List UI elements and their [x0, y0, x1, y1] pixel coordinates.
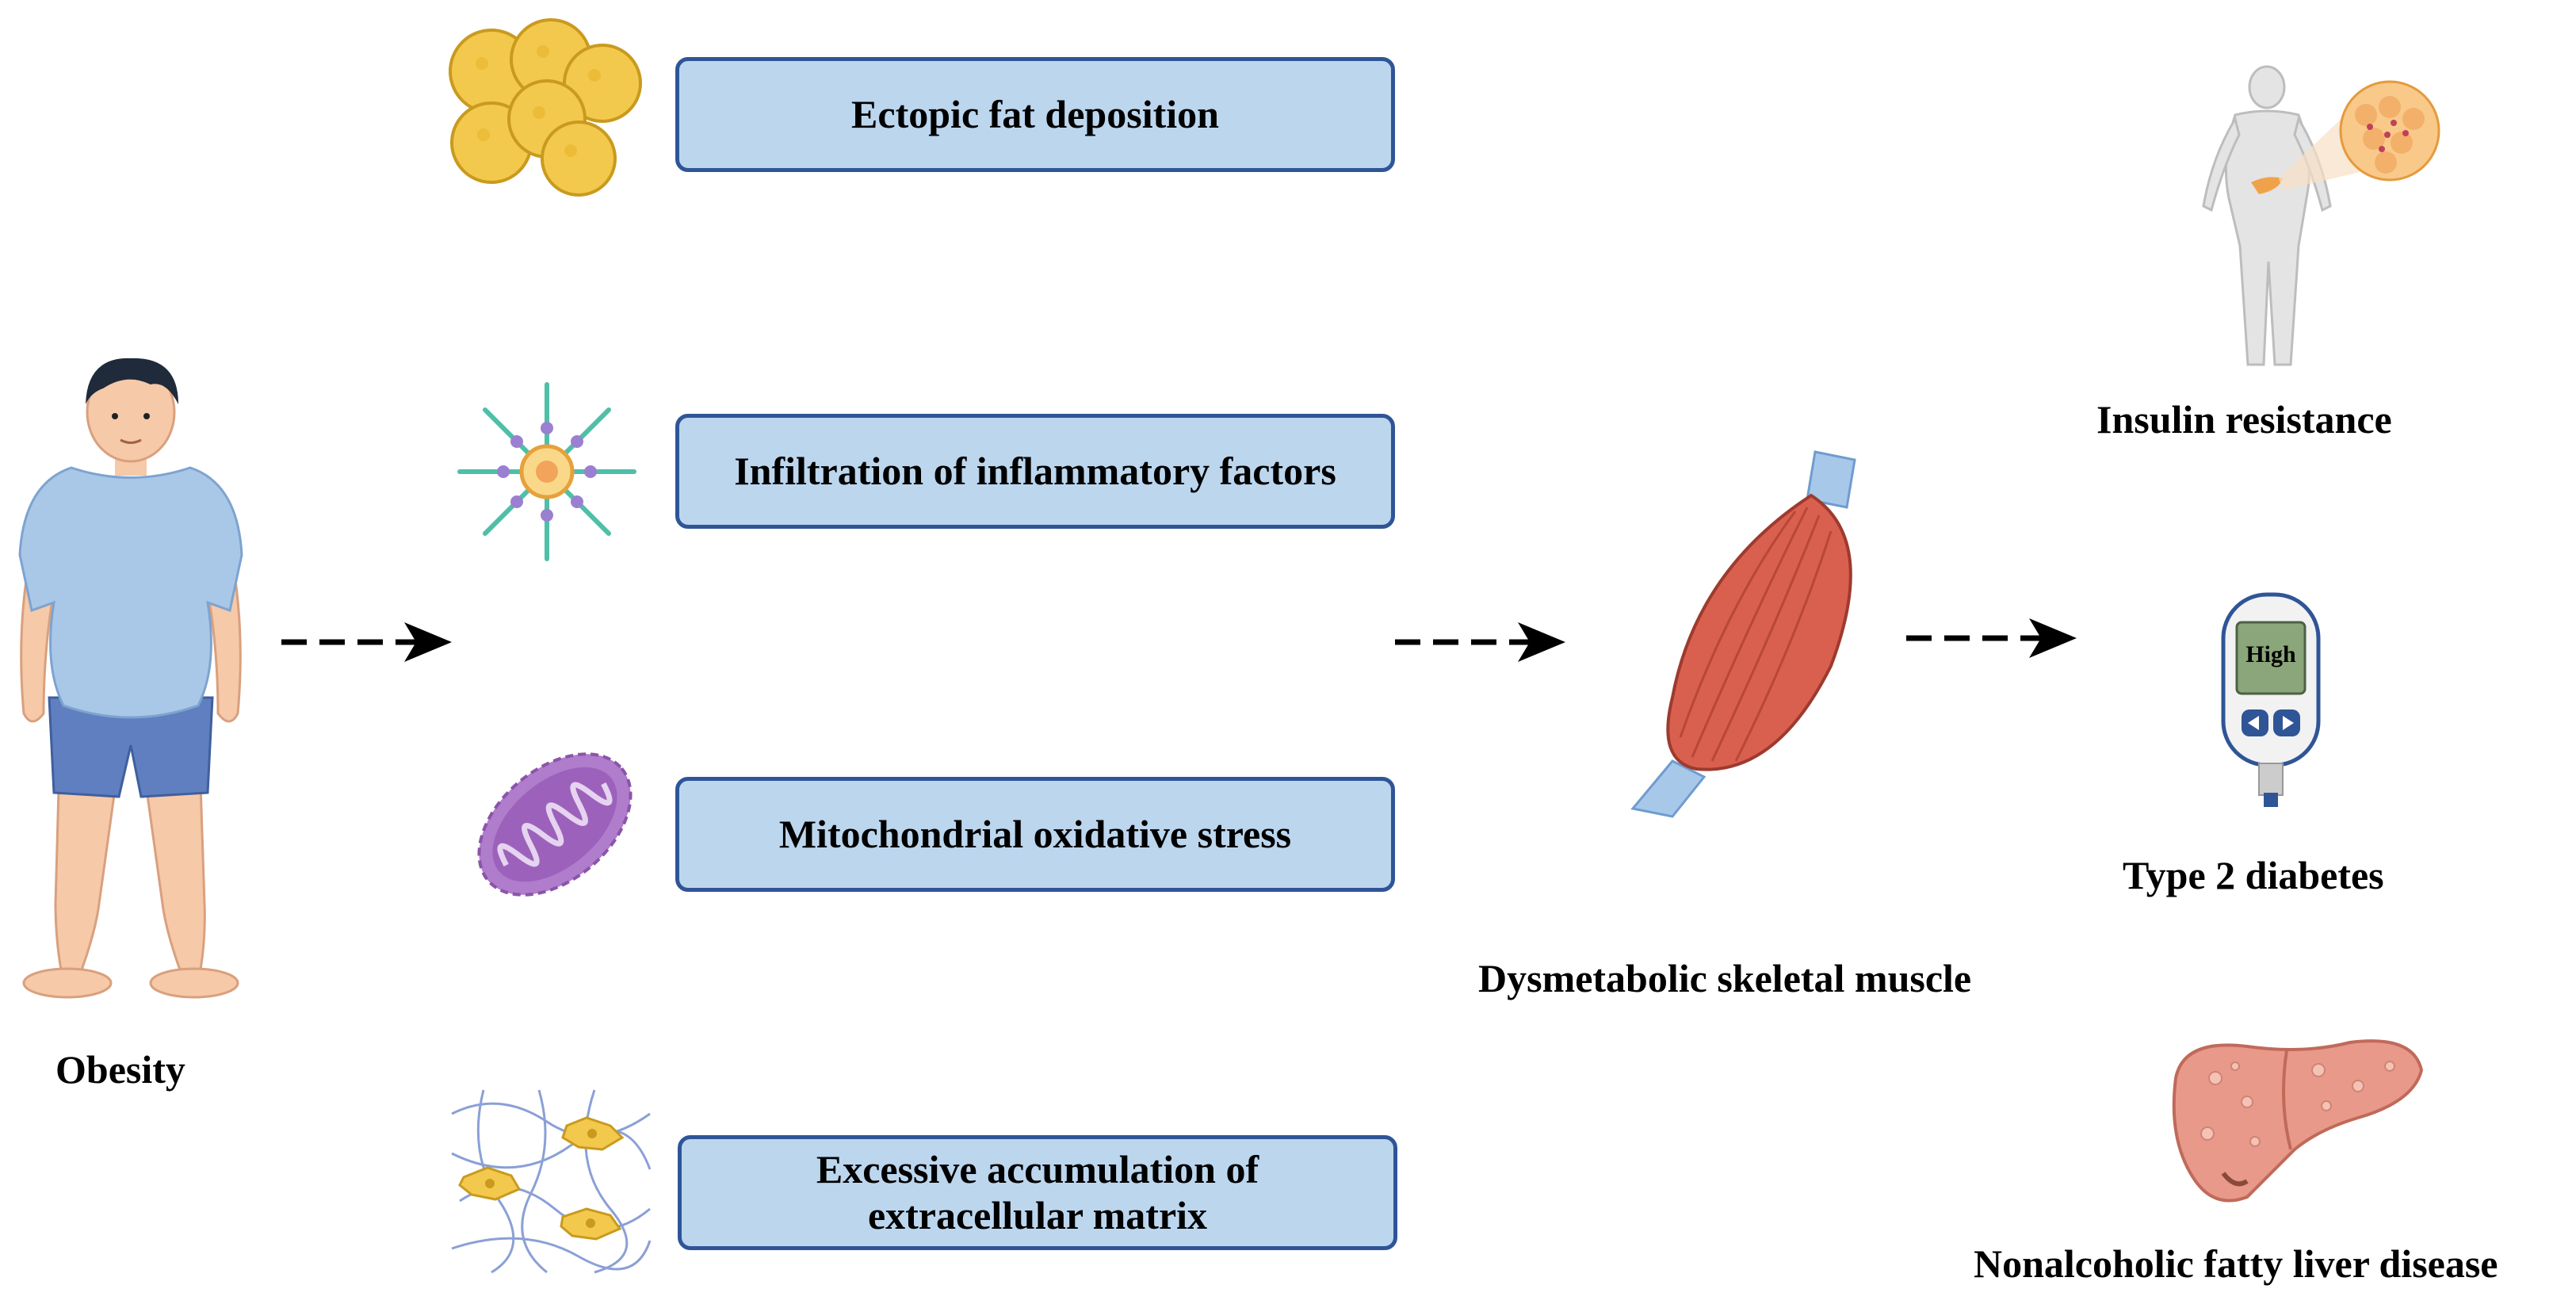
ecm-label-line2: extracellular matrix: [867, 1192, 1208, 1237]
pancreas-body-icon: [2202, 65, 2440, 366]
inflammatory-label: Infiltration of inflammatory factors: [734, 448, 1336, 493]
diabetes-label: Type 2 diabetes: [2123, 853, 2384, 897]
glucose-meter-icon: High: [2221, 592, 2321, 807]
inflammatory-box: Infiltration of inflammatory factors: [675, 414, 1395, 529]
fat-cells-icon: [449, 18, 642, 197]
cytokine-icon: [457, 382, 636, 561]
mitochondrial-box: Mitochondrial oxidative stress: [675, 777, 1395, 892]
ectopic-fat-box: Ectopic fat deposition: [675, 57, 1395, 172]
extracellular-matrix-icon: [451, 1089, 652, 1274]
ectopic-fat-label: Ectopic fat deposition: [851, 91, 1219, 136]
ecm-label-line1: Excessive accumulation of: [816, 1147, 1259, 1191]
nafld-label: Nonalcoholic fatty liver disease: [1974, 1241, 2498, 1286]
obesity-label: Obesity: [55, 1047, 185, 1092]
dashed-arrow-icon: [1395, 622, 1565, 662]
ecm-box: Excessive accumulation of extracellular …: [678, 1135, 1397, 1250]
liver-icon: [2172, 1039, 2424, 1203]
meter-display-text: High: [2245, 641, 2296, 667]
insulin-label: Insulin resistance: [2096, 397, 2392, 442]
dashed-arrow-icon: [281, 622, 452, 662]
obese-person-icon: [18, 358, 243, 999]
muscle-icon: [1630, 450, 1856, 818]
mitochondrial-label: Mitochondrial oxidative stress: [778, 811, 1292, 856]
dashed-arrow-icon: [1906, 618, 2077, 658]
muscle-label: Dysmetabolic skeletal muscle: [1478, 956, 1972, 1000]
mitochondrion-icon: [477, 752, 633, 897]
